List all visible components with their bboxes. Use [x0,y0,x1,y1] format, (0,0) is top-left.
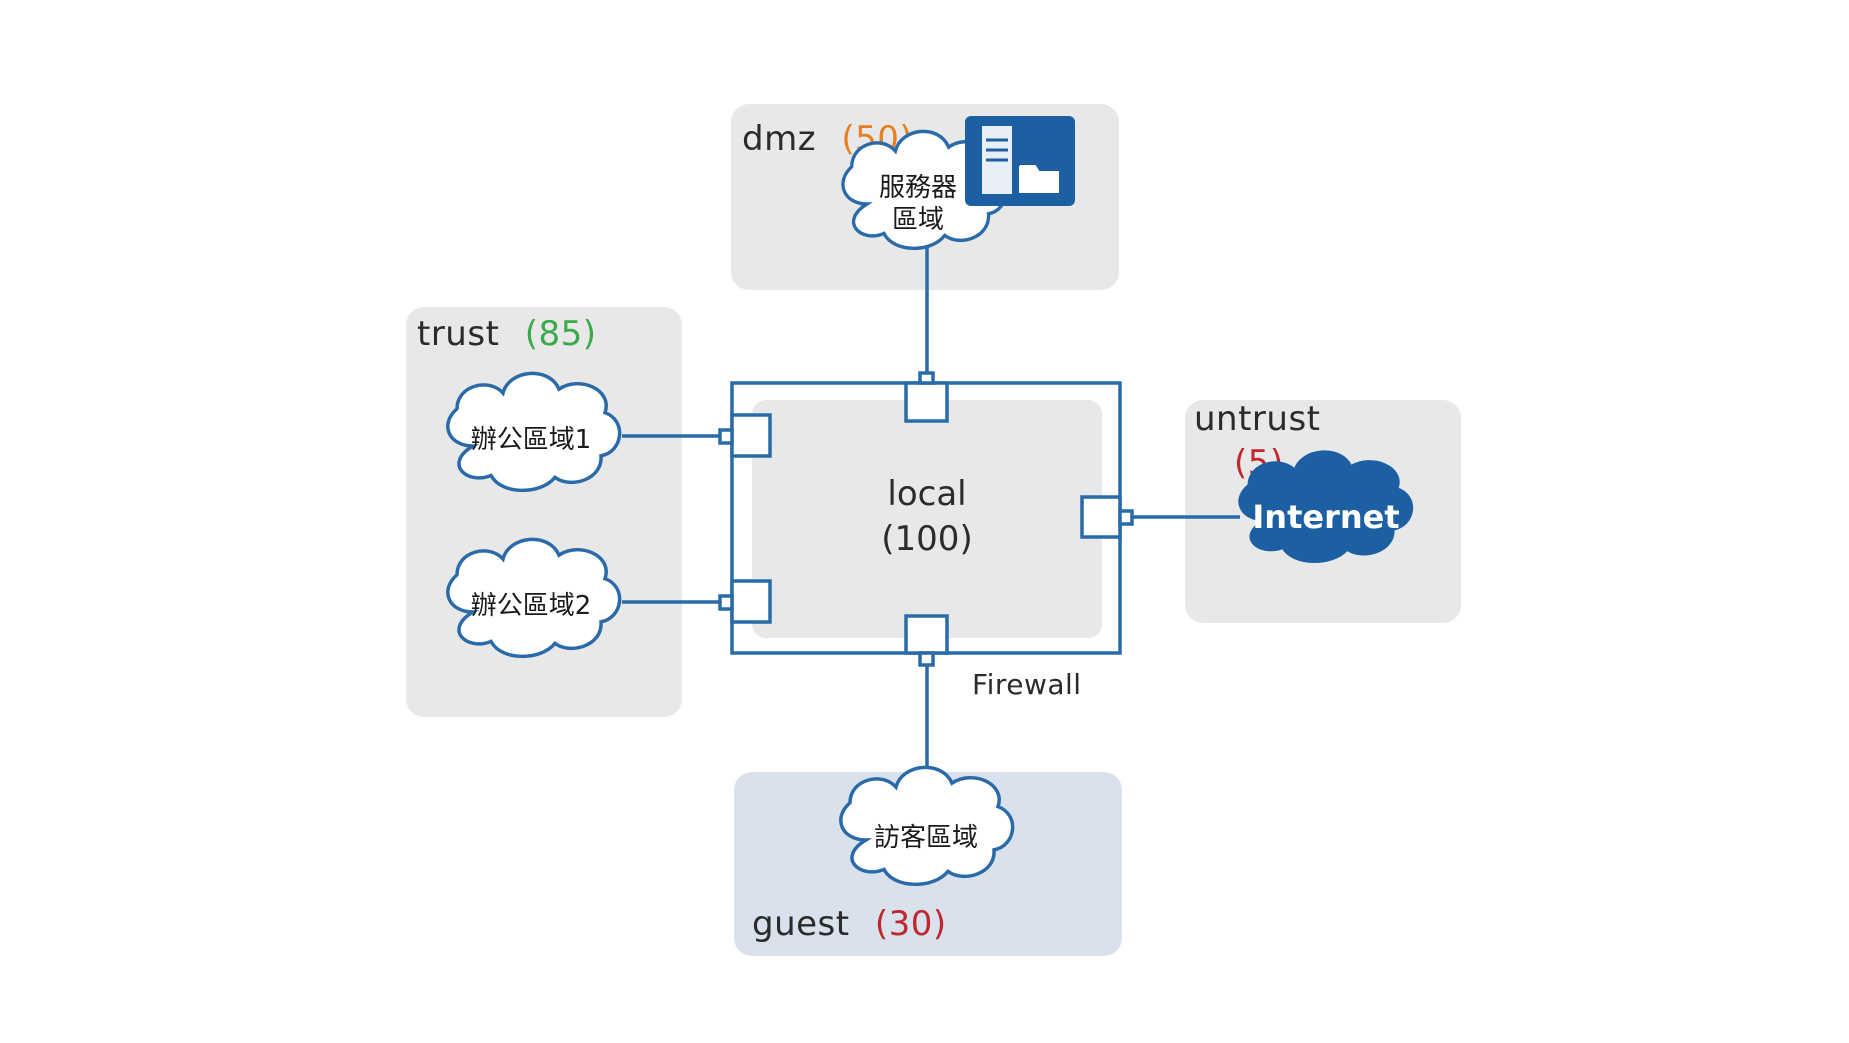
port-bottom-connector [918,651,935,667]
zone-guest-name: guest [752,904,850,944]
firewall-device: local (100) [718,371,1134,667]
server-folder-icon [965,116,1075,206]
zone-trust-name: trust [417,314,499,354]
port-left-upper [730,413,772,458]
cloud-office2-label: 辦公區域2 [471,591,592,621]
cloud-internet-label: Internet [1252,498,1399,536]
port-right [1080,495,1122,539]
zone-guest-priority: (30) [875,904,947,944]
local-zone-name: local [887,474,966,514]
local-zone-area [752,400,1102,638]
zone-untrust-name: untrust [1194,399,1321,439]
zone-dmz-name: dmz [742,119,816,159]
interface-ports [718,371,1134,667]
firewall-label: Firewall [972,668,1082,701]
port-left-upper-connector [718,428,734,445]
port-right-connector [1118,509,1134,526]
cloud-server-area-line2: 區域 [892,205,944,235]
port-left-lower [730,579,772,624]
cloud-office1-label: 辦公區域1 [471,425,592,455]
port-left-lower-connector [718,594,734,611]
port-bottom [904,614,949,655]
cloud-guest-area-label: 訪客區域 [874,823,978,853]
zone-trust-priority: (85) [525,314,597,354]
svg-text:trust (85): trust (85) [417,314,597,354]
svg-text:guest (30): guest (30) [752,904,947,944]
zone-trust: trust (85) [406,307,682,717]
port-top [904,381,949,423]
connection-lines [622,240,1240,790]
port-top-connector [918,371,935,385]
local-zone-priority: (100) [881,519,972,559]
cloud-server-area-line1: 服務器 [879,173,957,203]
